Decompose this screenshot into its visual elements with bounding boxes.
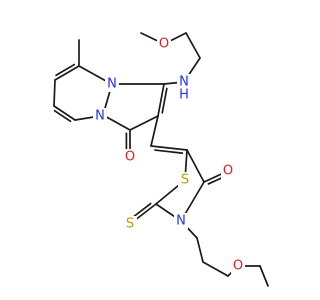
atom-label: N [176, 214, 186, 229]
atom-o_methoxy: O [157, 36, 171, 52]
bond-layer [53, 32, 269, 287]
atom-n_thiazolidinone: N [174, 213, 188, 229]
atom-label-hydrogen: H [179, 88, 189, 103]
bond-c9-c8 [54, 65, 80, 81]
atom-o_pyridone: O [123, 149, 137, 165]
atom-nh_amine: NH [177, 74, 191, 103]
atom-n_pyrimidine: N [105, 76, 119, 92]
bond-double-c9-c8 [55, 63, 76, 77]
bond-pc2-pc3 [202, 261, 229, 277]
bond-c3-exo [150, 115, 159, 147]
atom-label: O [233, 259, 243, 274]
atom-label: N [179, 75, 189, 90]
atom-n_bridge: N [93, 108, 107, 124]
bond-c7-c6 [53, 105, 76, 121]
atom-o_ethoxy: O [231, 258, 245, 274]
bond-double-c3-c2 [161, 87, 168, 114]
atom-label: O [125, 150, 135, 165]
atom-o_thiazolidinone: O [221, 163, 235, 179]
atom-label: S [181, 173, 189, 188]
bond-double-c7-c6 [53, 109, 72, 123]
bond-c3-c4 [129, 115, 159, 131]
bond-exo-c5t [150, 145, 188, 151]
bond-ec1-ec2 [259, 265, 269, 287]
atom-label: N [95, 109, 105, 124]
bond-c9a-c9 [78, 65, 107, 82]
bond-double-exo-c5t [154, 149, 184, 154]
bond-c8-c7 [53, 79, 56, 107]
bond-c4-c4a [102, 114, 131, 131]
atom-label: O [223, 164, 233, 179]
bond-pc1-pc2 [196, 237, 204, 263]
atom-s_thione: S [123, 216, 137, 232]
atom-s_ring: S [178, 172, 192, 188]
atom-label: O [159, 37, 169, 52]
bond-c4t-c5t [186, 149, 205, 183]
atom-label: S [126, 217, 134, 232]
bond-ch2a-ch2b [185, 32, 201, 59]
bond-c2-c3 [157, 83, 165, 117]
atom-label: N [107, 77, 117, 92]
